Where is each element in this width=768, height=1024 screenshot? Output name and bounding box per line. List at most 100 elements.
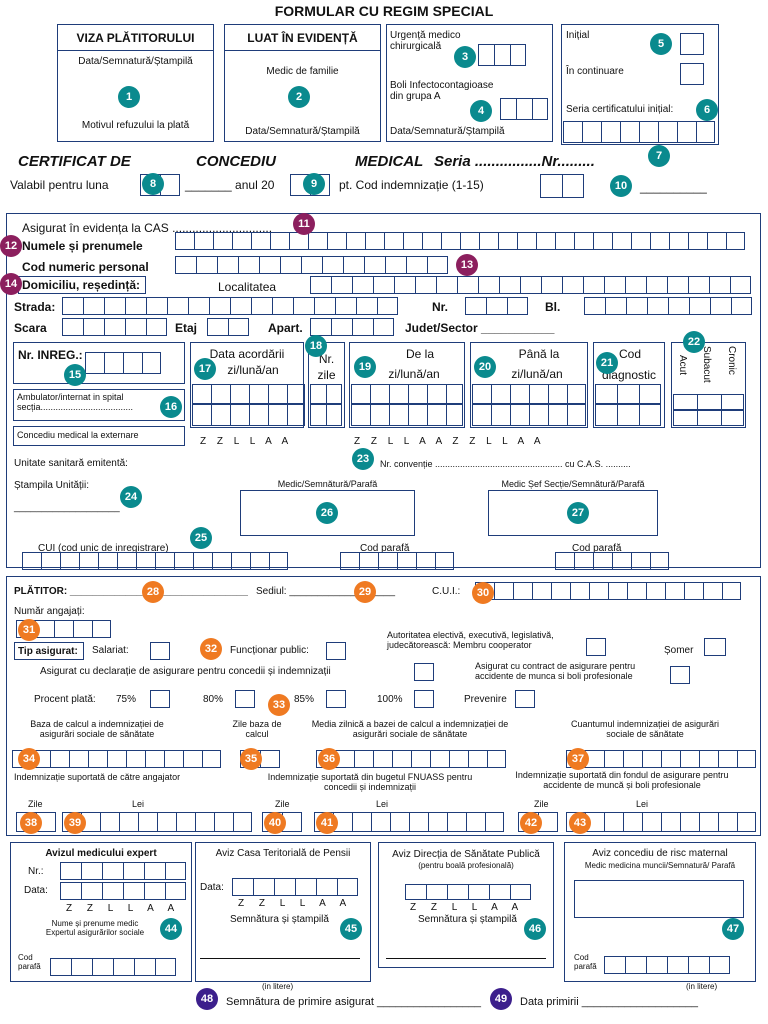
seria-initial-cells[interactable] [563, 121, 715, 143]
etaj-cells[interactable] [207, 318, 249, 336]
stampila-label: Ștampila Unității: [14, 480, 90, 491]
cod-parafa-2-label: Cod parafă [572, 543, 622, 554]
data-acordarii-cells-2[interactable] [192, 404, 305, 426]
cod-parafa-2-cells[interactable] [555, 552, 669, 570]
zzllaa-1: Z Z L L A A [200, 436, 293, 447]
cui-label: CUI (cod unic de inregistrare) [38, 543, 169, 554]
de-la-format: zi/lună/an [388, 367, 440, 381]
nume-cells[interactable] [175, 232, 745, 250]
marker-6: 6 [696, 99, 718, 121]
somer-label: Șomer [664, 645, 694, 656]
tip-boala-cells[interactable] [673, 394, 744, 410]
strada-cells[interactable] [62, 297, 398, 315]
marker-37: 37 [567, 748, 589, 770]
cod-diagnostic-label-1: Cod [618, 347, 641, 361]
baza-cells[interactable] [12, 750, 221, 768]
cnp-cells[interactable] [175, 256, 448, 274]
cert-seria: Seria ................Nr......... [434, 153, 595, 170]
marker-32: 32 [200, 638, 222, 660]
risc-cod-parafa-label: Cod parafă [574, 953, 597, 971]
data-acordarii-label: Data acordării [209, 347, 285, 361]
tip-asigurat-label: Tip asigurat: [18, 646, 78, 657]
expert-data-cells[interactable] [60, 882, 186, 900]
functionar-checkbox[interactable] [326, 642, 346, 660]
pana-la-cells[interactable] [472, 384, 586, 404]
pensii-data-cells[interactable] [232, 878, 358, 896]
risc-cod-parafa-cells[interactable] [604, 956, 730, 974]
aviz-dsp-box [378, 842, 554, 968]
aviz-expert-label: Avizul medicului expert [45, 848, 157, 859]
luat-signature: Data/Semnatură/Ștampilă [245, 126, 360, 137]
p100-label: 100% [377, 694, 403, 705]
de-la-cells-2[interactable] [351, 404, 463, 426]
nr-zile-label-1: Nr. [318, 352, 335, 366]
lei-1-cells[interactable] [62, 812, 252, 832]
nr-cells[interactable] [465, 297, 528, 315]
lei-2-cells[interactable] [314, 812, 504, 832]
bl-cells[interactable] [584, 297, 752, 315]
expert-nr-cells[interactable] [60, 862, 186, 880]
marker-3: 3 [454, 46, 476, 68]
cuantum-cells[interactable] [566, 750, 756, 768]
risc-sig-box[interactable] [574, 880, 744, 918]
lei-3-cells[interactable] [566, 812, 756, 832]
somer-checkbox[interactable] [704, 638, 726, 656]
cui-cells[interactable] [22, 552, 288, 570]
suport-fond-label: Indemnizație suportată din fondul de asi… [515, 770, 729, 790]
p100-checkbox[interactable] [414, 690, 434, 708]
cod-diagnostic-cells-2[interactable] [595, 404, 661, 426]
divider [57, 50, 214, 51]
marker-12: 12 [0, 235, 22, 257]
boli-cells[interactable] [500, 98, 548, 120]
aviz-dsp-sub: (pentru boală profesională) [418, 861, 514, 870]
scara-cells[interactable] [62, 318, 167, 336]
marker-34: 34 [18, 748, 40, 770]
cod-diagnostic-label-2: diagnostic [601, 368, 657, 382]
pana-la-cells-2[interactable] [472, 404, 586, 426]
seria-initial-label: Seria certificatului inițial: [566, 104, 674, 115]
cuantum-label: Cuantumul indemnizației de asigurări soc… [570, 719, 720, 739]
tip-boala-cells-2[interactable] [673, 410, 744, 426]
asigurat-cas-label: Asigurat în evidența la CAS ............… [22, 221, 273, 235]
pensii-data-label: Data: [200, 882, 224, 893]
cod-parafa-1-cells[interactable] [340, 552, 454, 570]
contract-checkbox[interactable] [670, 666, 690, 684]
marker-33: 33 [268, 694, 290, 716]
de-la-cells[interactable] [351, 384, 463, 404]
acut-label: Acut [677, 355, 688, 376]
continuare-checkbox[interactable] [680, 63, 704, 85]
externare-label: Concediu medical la externare [17, 430, 139, 440]
initial-checkbox[interactable] [680, 33, 704, 55]
cod-indemnizatie-cells[interactable] [540, 174, 584, 198]
marker-19: 19 [354, 356, 376, 378]
expert-cod-parafa-cells[interactable] [50, 958, 176, 976]
prevenire-checkbox[interactable] [515, 690, 535, 708]
aviz-risc-box [564, 842, 756, 982]
judet-label: Judet/Sector ___________ [405, 321, 555, 335]
p75-checkbox[interactable] [150, 690, 170, 708]
marker-10: 10 [610, 175, 632, 197]
nr-zile-cells-2[interactable] [310, 404, 342, 426]
medic-sig-label: Medic/Semnătură/Parafă [277, 479, 378, 489]
marker-42: 42 [520, 812, 542, 834]
dsp-data-cells[interactable] [405, 884, 531, 900]
cod-diagnostic-cells[interactable] [595, 384, 661, 404]
salariat-checkbox[interactable] [150, 642, 170, 660]
nr-zile-cells[interactable] [310, 384, 342, 404]
autoritatea-checkbox[interactable] [586, 638, 606, 656]
marker-13: 13 [456, 254, 478, 276]
urgenta-cells[interactable] [478, 44, 526, 66]
marker-35: 35 [240, 748, 262, 770]
media-cells[interactable] [316, 750, 506, 768]
nr-inreg-cells[interactable] [85, 352, 161, 374]
marker-11: 11 [293, 213, 315, 235]
data-primirii-label: Data primirii ___________________ [520, 996, 698, 1008]
data-acordarii-cells[interactable] [192, 384, 305, 404]
cui-platitor-cells[interactable] [475, 582, 741, 600]
p80-checkbox[interactable] [235, 690, 255, 708]
localitatea-cells[interactable] [310, 276, 751, 294]
p85-checkbox[interactable] [326, 690, 346, 708]
apart-cells[interactable] [310, 318, 394, 336]
declaratie-checkbox[interactable] [414, 663, 434, 681]
marker-27: 27 [567, 502, 589, 524]
